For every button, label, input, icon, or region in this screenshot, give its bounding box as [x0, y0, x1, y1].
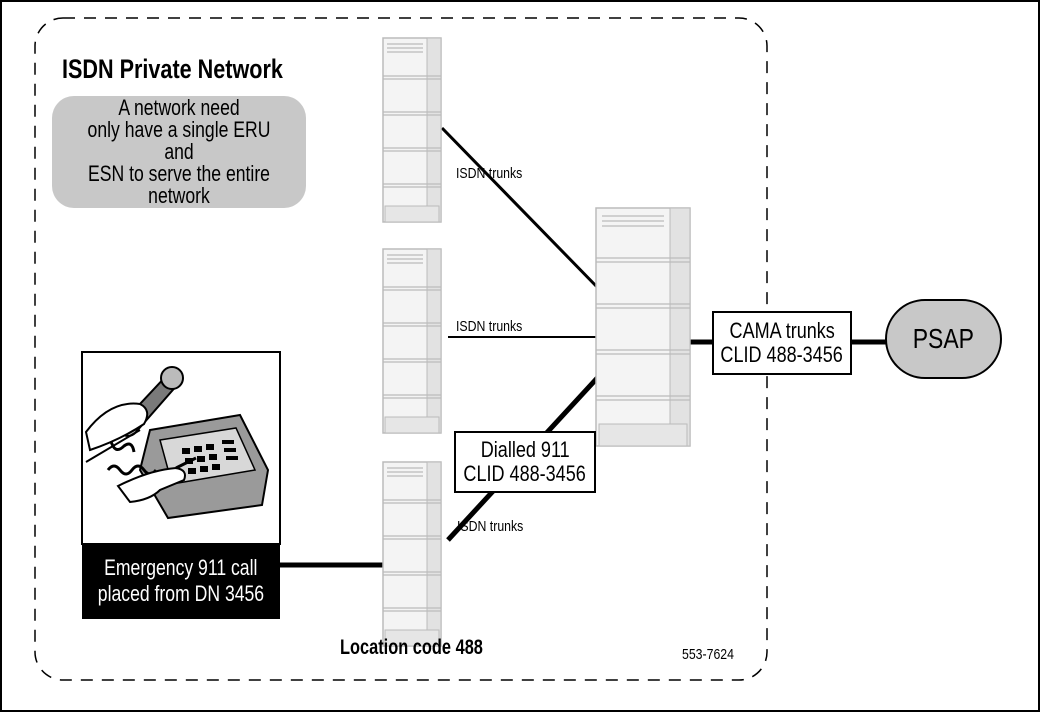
telephone-hand-icon — [81, 351, 281, 545]
cama-box-line2: CLID 488-3456 — [720, 342, 844, 367]
network-boundary — [34, 17, 768, 681]
switch-cabinet-middle — [382, 248, 442, 434]
emergency-call-box: Emergency 911 call placed from DN 3456 — [82, 543, 280, 619]
call-box-line1: Emergency 911 call — [104, 555, 258, 580]
cama-box-line1: CAMA trunks — [729, 318, 835, 343]
location-code-label: Location code 488 — [340, 636, 483, 659]
bottom-trunk-label: ISDN trunks — [457, 518, 524, 535]
network-note: A network need only have a single ERU an… — [52, 96, 306, 208]
figure-id-label: 553-7624 — [682, 646, 734, 663]
call-box-line2: placed from DN 3456 — [97, 581, 265, 606]
eru-esn-switch-cabinet — [595, 207, 691, 447]
middle-trunk-label: ISDN trunks — [456, 318, 523, 335]
dialled-box-line1: Dialled 911 — [480, 437, 570, 462]
psap-node: PSAP — [885, 299, 1002, 379]
network-note-text: A network need only have a single ERU an… — [87, 95, 271, 208]
switch-cabinet-top — [382, 37, 442, 223]
top-trunk-line — [440, 126, 602, 292]
top-trunk-label: ISDN trunks — [456, 165, 523, 182]
cama-box: CAMA trunks CLID 488-3456 — [712, 311, 852, 375]
switch-cabinet-location-488 — [382, 461, 442, 647]
dialled-box: Dialled 911 CLID 488-3456 — [454, 431, 596, 493]
psap-label: PSAP — [912, 323, 975, 354]
dialled-box-line2: CLID 488-3456 — [463, 461, 587, 486]
network-title: ISDN Private Network — [62, 54, 283, 84]
